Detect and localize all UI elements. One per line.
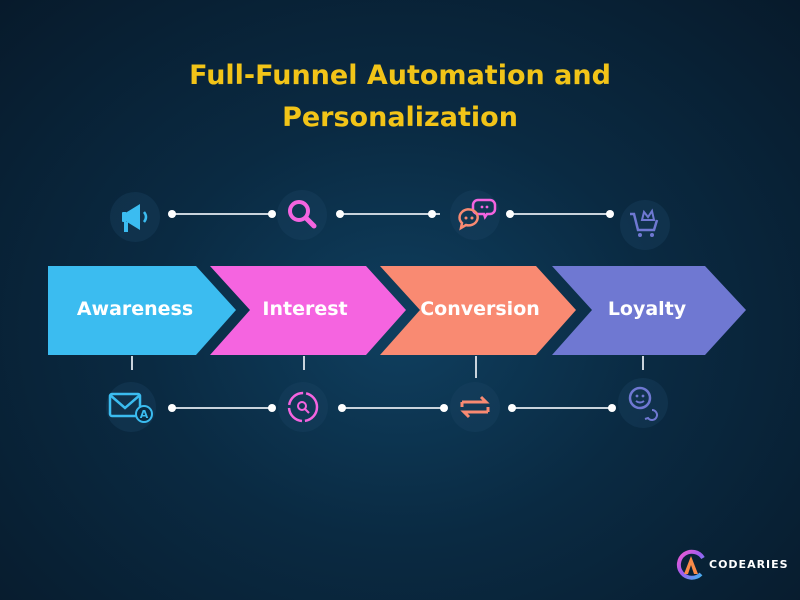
connector-line <box>340 407 444 409</box>
title-line-1: Full-Funnel Automation and <box>189 60 611 91</box>
vertical-connector <box>131 356 133 370</box>
connector-line <box>510 213 610 215</box>
vertical-connector <box>303 356 305 370</box>
connector-line <box>172 407 272 409</box>
exchange-arrows-icon <box>450 382 500 432</box>
email-automation-icon: A <box>106 382 156 432</box>
connector-dot <box>606 210 614 218</box>
title: Full-Funnel Automation and Personalizati… <box>0 55 800 139</box>
connector-dot <box>268 404 276 412</box>
connector-dot <box>506 210 514 218</box>
chevron-conversion <box>380 266 576 355</box>
connector-dot <box>428 210 436 218</box>
shopping-cart-crown-icon <box>620 200 670 250</box>
connector-line <box>172 213 272 215</box>
chat-bubbles-icon <box>450 190 500 240</box>
search-icon <box>277 190 327 240</box>
stage-label-loyalty: Loyalty <box>607 298 687 320</box>
vertical-connector <box>475 356 477 378</box>
vertical-connector <box>642 356 644 370</box>
target-search-icon <box>278 382 328 432</box>
connector-dot <box>508 404 516 412</box>
stage-label-conversion: Conversion <box>420 298 540 320</box>
connector-dot <box>338 404 346 412</box>
connector-line <box>340 213 440 215</box>
brand-logo: CODEARIES <box>675 548 789 580</box>
connector-dot <box>440 404 448 412</box>
connector-dot <box>268 210 276 218</box>
brand-name: CODEARIES <box>709 557 789 571</box>
chevron-interest <box>210 266 406 355</box>
connector-dot <box>168 404 176 412</box>
connector-dot <box>336 210 344 218</box>
connector-dot <box>168 210 176 218</box>
connector-dot <box>608 404 616 412</box>
stage-label-interest: Interest <box>262 298 348 320</box>
smiley-chat-icon <box>618 378 668 428</box>
stage-label-awareness: Awareness <box>76 298 194 320</box>
svg-text:A: A <box>140 408 149 421</box>
megaphone-icon <box>110 192 160 242</box>
chevron-loyalty <box>552 266 746 355</box>
chevron-awareness <box>48 266 236 355</box>
codearies-logo-icon <box>676 549 705 580</box>
title-line-2: Personalization <box>282 102 518 133</box>
connector-line <box>510 407 614 409</box>
